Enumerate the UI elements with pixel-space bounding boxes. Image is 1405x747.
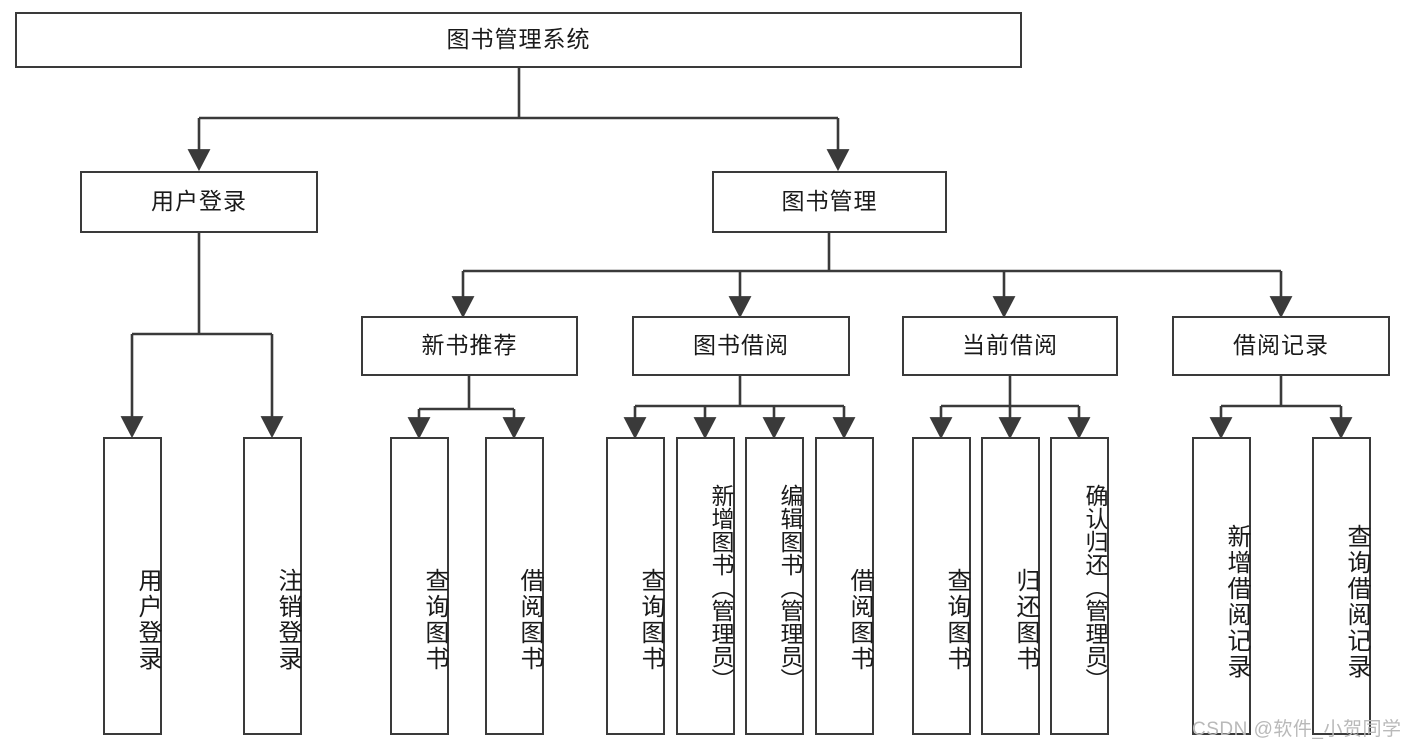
node-borrow-record[interactable]: 借阅记录 (1172, 316, 1390, 376)
node-user-login[interactable]: 用户登录 (80, 171, 318, 233)
node-leaf-query-record-label: 查询借阅记录 (1343, 524, 1370, 680)
csdn-watermark: CSDN @软件_小贺同学 (1192, 719, 1402, 740)
node-new-book-rec-label: 新书推荐 (421, 332, 518, 359)
node-leaf-borrow-book-1[interactable]: 借阅图书 (485, 437, 544, 735)
node-book-manage[interactable]: 图书管理 (712, 171, 947, 233)
node-current-borrow[interactable]: 当前借阅 (902, 316, 1118, 376)
node-leaf-add-record[interactable]: 新增借阅记录 (1192, 437, 1251, 735)
node-book-manage-label: 图书管理 (781, 188, 878, 215)
node-leaf-confirm-return[interactable]: 确认归还（管理员） (1050, 437, 1109, 735)
node-leaf-query-book-3[interactable]: 查询图书 (912, 437, 971, 735)
node-leaf-add-record-label: 新增借阅记录 (1223, 524, 1250, 680)
node-root[interactable]: 图书管理系统 (15, 12, 1022, 68)
node-leaf-query-book-3-label: 查询图书 (943, 568, 970, 672)
node-leaf-query-book-2[interactable]: 查询图书 (606, 437, 665, 735)
node-leaf-return-book-label: 归还图书 (1012, 568, 1039, 672)
node-book-borrow[interactable]: 图书借阅 (632, 316, 850, 376)
node-borrow-record-label: 借阅记录 (1233, 332, 1329, 359)
node-leaf-user-login-label: 用户登录 (134, 568, 161, 672)
node-leaf-add-book-label: 新增图书（管理员） (708, 483, 734, 691)
node-leaf-return-book[interactable]: 归还图书 (981, 437, 1040, 735)
node-leaf-query-book-1-label: 查询图书 (421, 568, 448, 672)
node-leaf-borrow-book-1-label: 借阅图书 (516, 568, 543, 672)
node-leaf-user-logout[interactable]: 注销登录 (243, 437, 302, 735)
node-leaf-query-record[interactable]: 查询借阅记录 (1312, 437, 1371, 735)
node-current-borrow-label: 当前借阅 (962, 332, 1058, 359)
node-leaf-query-book-1[interactable]: 查询图书 (390, 437, 449, 735)
node-leaf-user-login[interactable]: 用户登录 (103, 437, 162, 735)
node-leaf-borrow-book-2-label: 借阅图书 (846, 568, 873, 672)
node-leaf-edit-book[interactable]: 编辑图书（管理员） (745, 437, 804, 735)
node-leaf-borrow-book-2[interactable]: 借阅图书 (815, 437, 874, 735)
node-leaf-edit-book-label: 编辑图书（管理员） (777, 483, 803, 691)
node-new-book-rec[interactable]: 新书推荐 (361, 316, 578, 376)
node-leaf-user-logout-label: 注销登录 (274, 568, 301, 672)
node-user-login-label: 用户登录 (151, 188, 247, 215)
node-root-label: 图书管理系统 (446, 26, 591, 53)
node-leaf-query-book-2-label: 查询图书 (637, 568, 664, 672)
node-leaf-confirm-return-label: 确认归还（管理员） (1082, 483, 1108, 691)
node-book-borrow-label: 图书借阅 (693, 332, 789, 359)
node-leaf-add-book[interactable]: 新增图书（管理员） (676, 437, 735, 735)
